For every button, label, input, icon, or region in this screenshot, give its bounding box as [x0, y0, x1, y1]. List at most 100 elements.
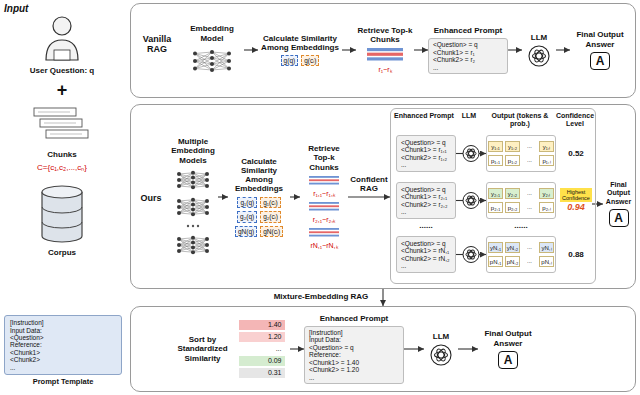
drawing-part — [179, 245, 193, 252]
drawing-part — [193, 51, 197, 55]
prompt-template: [Instruction]Input Data:<Question>Refere… — [4, 310, 122, 392]
drawing-part — [50, 134, 82, 135]
node-text: Prompt Template — [33, 378, 94, 387]
node-text: Multiple Embedding Models — [168, 137, 218, 165]
drawing-part — [191, 245, 195, 249]
node-text: y₂,ₗ — [539, 188, 554, 199]
node-text: Final Output Answer — [570, 30, 630, 48]
drawing-part — [191, 207, 195, 211]
node-text: ... — [10, 364, 15, 371]
drawing-part — [193, 173, 207, 186]
node-text: ... — [522, 141, 537, 152]
drawing-part — [179, 180, 193, 187]
node-text: p₁,₁ — [488, 155, 503, 166]
node-text: Input Data: — [309, 336, 341, 343]
llm-step: LLM — [522, 7, 556, 93]
node-text: ... — [433, 64, 438, 71]
node-heading: Ours — [136, 193, 166, 203]
stack-icon — [307, 201, 341, 213]
drawing-part — [467, 148, 476, 159]
node-text: Enhanced Prompt — [434, 26, 502, 35]
drawing-part — [191, 236, 195, 240]
drawing-part — [467, 249, 476, 260]
input-caption: Chunks — [2, 150, 122, 159]
nn-icon — [176, 195, 210, 219]
drawing-part — [529, 46, 549, 66]
drawing-part — [177, 199, 181, 203]
drawing-part — [177, 211, 181, 215]
node-heading: Enhanced Prompt — [394, 112, 454, 120]
connector-arrow — [414, 49, 428, 50]
answer-step: Final Output AnswerA — [570, 7, 630, 93]
drawing-part — [309, 228, 339, 230]
input-caption: User Question: q — [2, 66, 122, 75]
node-text: 0.88 — [568, 250, 584, 259]
nn-icon — [176, 233, 210, 257]
drawing-part — [309, 179, 339, 181]
node-text: ... — [522, 188, 537, 199]
drawing-part — [191, 171, 195, 175]
drawing-part — [179, 173, 193, 186]
connector-arrow — [290, 348, 304, 349]
drawing-part — [212, 53, 229, 70]
node-text: <Question> = q — [433, 41, 478, 48]
node-text: 1.20 — [239, 332, 285, 342]
drawing-part — [367, 48, 403, 51]
drawing-part — [435, 348, 447, 362]
drawing-part — [463, 247, 479, 263]
connector-arrow — [290, 196, 300, 197]
node-text: <Chunk1> = 1.40 — [309, 359, 359, 366]
node-text: Calculate Similarity Among Embeddings — [228, 157, 290, 194]
node-text: ... — [522, 256, 537, 267]
drawing-part — [205, 178, 209, 182]
text-group: y₁,₁y₁,₂...y₁,ₗ — [488, 141, 554, 152]
text-group: Sort by Standardized Similarity1.401.20.… — [172, 320, 287, 378]
drawing-part — [179, 242, 193, 250]
answer-step: Final Output AnswerA — [603, 168, 634, 240]
node-text: ... — [401, 262, 406, 269]
text-group: y₂,₁y₂,₂...y₂,ₗ — [488, 188, 554, 199]
node-heading: Output (tokens & prob.) — [486, 112, 554, 128]
output-box: y₁,₁y₁,₂...y₁,ₗp₁,₁p₁,₂...p₁,ₗ — [486, 135, 556, 172]
node-text: yN,ₗ — [539, 242, 554, 253]
node-text: Embedding Model — [180, 24, 244, 42]
drawing-part — [205, 199, 209, 203]
node-text: <Chunk2> = r₁,₂ — [401, 154, 447, 161]
section-label: Input — [4, 3, 54, 15]
node-text: y₁,ₗ — [539, 141, 554, 152]
node-text: A — [609, 209, 629, 227]
node-text: [Instruction] — [309, 329, 343, 336]
node-text: <Chunk2> = r₂,₂ — [401, 201, 447, 208]
drawing-part — [54, 50, 70, 60]
node-text: LLM — [433, 332, 449, 341]
text-group: g(q)g(cᵢ) — [281, 55, 320, 66]
edge-label: Confident RAG — [348, 176, 390, 194]
node-text: p₂,₁ — [488, 202, 503, 213]
process-step: Sort by Standardized Similarity1.401.20.… — [168, 310, 290, 388]
drawing-part — [191, 175, 195, 179]
drawing-part — [467, 195, 476, 206]
drawing-part — [467, 195, 476, 206]
drawing-part — [179, 239, 193, 252]
drawing-part — [533, 49, 545, 63]
confident-rag-box: <Question> = q<Chunk1> = r₁,₁<Chunk2> = … — [390, 108, 596, 284]
drawing-part — [193, 201, 207, 214]
nn-icon — [192, 46, 232, 76]
prompt-box: <Question> = q<Chunk1> = r₂,₁<Chunk2> = … — [396, 182, 456, 219]
node-heading: Confidence Level — [555, 112, 595, 128]
drawing-part — [309, 176, 339, 178]
drawing-part — [435, 348, 447, 362]
drawing-part — [177, 184, 181, 188]
text-group: yN,₁yN,₂...yN,ₗ — [488, 242, 554, 253]
node-text: p₂,₂ — [505, 202, 520, 213]
pipeline-panel: Sort by Standardized Similarity1.401.20.… — [130, 306, 636, 392]
chunk-set: C={c₁,c₂,...,cₙ} — [2, 163, 122, 172]
drawing-part — [177, 237, 181, 241]
drawing-part — [177, 249, 181, 253]
process-step: Enhanced Prompt[Instruction]Input Data:<… — [304, 310, 404, 388]
drawing-part — [367, 53, 403, 56]
node-text: pN,ₗ — [539, 256, 554, 267]
drawing-part — [205, 172, 209, 176]
text-group: g₂(q)g₂(cᵢ) — [237, 211, 281, 222]
drawing-part — [40, 119, 82, 127]
